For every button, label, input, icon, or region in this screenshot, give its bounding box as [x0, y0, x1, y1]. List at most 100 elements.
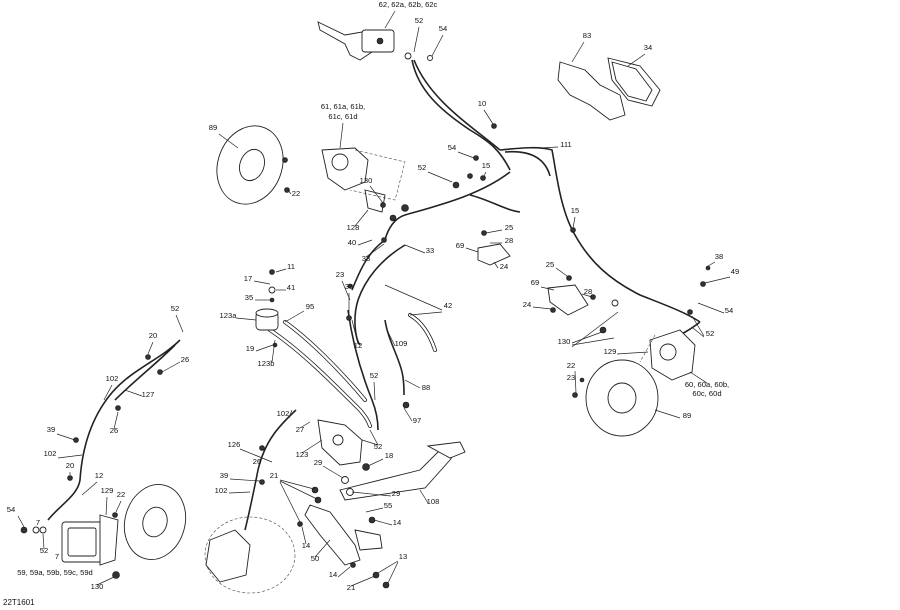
- part-label: 26: [181, 355, 189, 364]
- part-label: 52: [370, 371, 378, 380]
- part-label: 102: [277, 409, 290, 418]
- part-label: 7: [36, 518, 40, 527]
- part-label: 127: [142, 390, 155, 399]
- part-label: 38: [715, 252, 723, 261]
- part-label: 19: [246, 344, 254, 353]
- part-label: 28: [584, 287, 592, 296]
- part-label: 33: [345, 282, 353, 291]
- part-label: 21: [347, 583, 355, 592]
- part-label: 12: [354, 341, 362, 350]
- part-label: 39: [47, 425, 55, 434]
- part-label: 102: [106, 374, 119, 383]
- part-label: 49: [731, 267, 739, 276]
- part-label: 130: [91, 582, 104, 591]
- part-label: 52: [40, 546, 48, 555]
- part-label: 29: [314, 458, 322, 467]
- part-label: 89: [209, 123, 217, 132]
- brake-lines: [47, 59, 701, 531]
- master-cylinder-123: [317, 419, 363, 466]
- caliper-59: [61, 514, 119, 566]
- part-label: 33: [426, 246, 434, 255]
- leader-lines: [17, 10, 731, 587]
- part-label: 34: [644, 43, 652, 52]
- part-label: 23: [336, 270, 344, 279]
- part-label: 102: [44, 449, 57, 458]
- part-label: 20: [66, 461, 74, 470]
- part-label: 52: [418, 163, 426, 172]
- part-label: 126: [228, 440, 241, 449]
- part-label: 52: [374, 442, 382, 451]
- part-label: 17: [244, 274, 252, 283]
- guide-lines: [349, 149, 656, 363]
- part-label: 50: [311, 554, 319, 563]
- brake-disc-89-top: [216, 125, 284, 205]
- part-label: 69: [531, 278, 539, 287]
- part-label: 20: [149, 331, 157, 340]
- part-label: 69: [456, 241, 464, 250]
- brake-disc-89-right: [585, 359, 659, 437]
- part-label: 35: [245, 293, 253, 302]
- bracket-69-right: [547, 284, 589, 316]
- part-label: 52: [706, 329, 714, 338]
- part-label: 95: [306, 302, 314, 311]
- bracket-69-top: [477, 243, 511, 266]
- part-label: 54: [439, 24, 447, 33]
- part-label: 7: [55, 552, 59, 561]
- part-label: 14: [329, 570, 337, 579]
- part-label: 33: [362, 254, 370, 263]
- part-label: 60c, 60d: [692, 389, 721, 398]
- caliper-mount-83-34: [557, 57, 661, 121]
- caliper-60: [649, 329, 696, 381]
- part-label: 52: [415, 16, 423, 25]
- part-label: 18: [385, 451, 393, 460]
- brake-disc-left: [123, 484, 187, 560]
- part-label: 130: [558, 337, 571, 346]
- part-label: 28: [505, 236, 513, 245]
- part-label: 55: [384, 501, 392, 510]
- part-label: 83: [583, 31, 591, 40]
- caliper-61: [321, 147, 386, 213]
- part-label: 89: [683, 411, 691, 420]
- part-label: 128: [347, 223, 360, 232]
- part-label: 123a: [220, 311, 238, 320]
- part-label: 10: [478, 99, 486, 108]
- part-label: 54: [448, 143, 456, 152]
- part-label: 59, 59a, 59b, 59c, 59d: [17, 568, 93, 577]
- part-label: 109: [395, 339, 408, 348]
- part-label: 22: [292, 189, 300, 198]
- part-label: 15: [571, 206, 579, 215]
- part-label: 111: [560, 140, 572, 149]
- part-label: 22: [117, 490, 125, 499]
- part-label: 25: [546, 260, 554, 269]
- part-label: 21: [270, 471, 278, 480]
- part-label: 129: [604, 347, 617, 356]
- caliper-phantom: [204, 516, 296, 594]
- part-label: 15: [482, 161, 490, 170]
- part-label: 102: [215, 486, 228, 495]
- part-label: 24: [500, 262, 508, 271]
- part-label: 108: [427, 497, 440, 506]
- part-label: 88: [422, 383, 430, 392]
- part-label: 14: [302, 541, 310, 550]
- part-label: 54: [7, 505, 15, 514]
- part-label: 42: [444, 301, 452, 310]
- part-label: 29: [392, 489, 400, 498]
- part-label: 62, 62a, 62b, 62c: [379, 0, 438, 9]
- master-cylinder-top: [317, 21, 433, 61]
- part-label: 12: [95, 471, 103, 480]
- part-label: 11: [287, 262, 295, 271]
- part-label: 14: [393, 518, 401, 527]
- part-label: 61c, 61d: [328, 112, 357, 121]
- part-label: 26: [253, 457, 261, 466]
- part-label: 130: [360, 176, 373, 185]
- part-label: 129: [101, 486, 114, 495]
- part-label: 24: [523, 300, 531, 309]
- part-label: 41: [287, 283, 295, 292]
- part-label: 54: [725, 306, 733, 315]
- part-label: 40: [348, 238, 356, 247]
- brake-pedal-108: [339, 441, 466, 501]
- part-label: 52: [171, 304, 179, 313]
- part-label: 27: [296, 425, 304, 434]
